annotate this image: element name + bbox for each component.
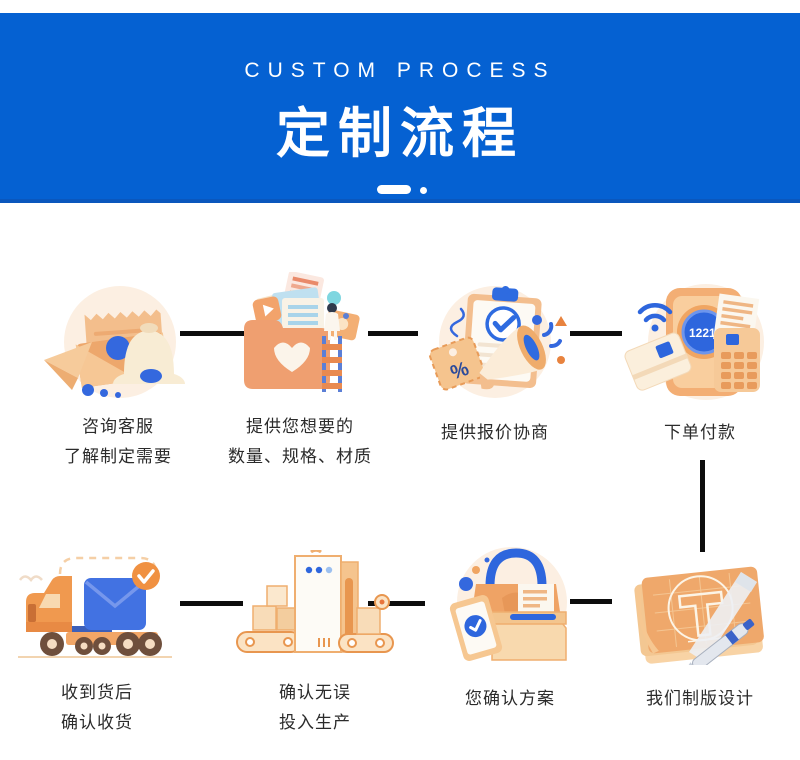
consult-customer-service-icon	[44, 286, 185, 398]
step-4-label: 下单付款	[600, 418, 800, 448]
connector-line-4	[180, 601, 243, 606]
step-8-label: 我们制版设计	[600, 684, 800, 714]
order-payment-icon: 1221.	[624, 284, 764, 400]
step-label-line: 咨询客服	[82, 417, 154, 436]
page-title: 定制流程	[276, 104, 524, 164]
connector-line-3	[570, 331, 622, 336]
step-2-label: 提供您想要的 数量、规格、材质	[190, 412, 410, 472]
step-3-label: 提供报价协商	[395, 418, 595, 448]
step-5-illustration	[12, 548, 182, 663]
step-8-illustration	[625, 550, 783, 665]
step-2-illustration	[222, 272, 378, 410]
step-3-illustration: %	[415, 280, 575, 412]
step-7-illustration	[430, 542, 590, 664]
header-banner: CUSTOM PROCESS 定制流程	[0, 13, 800, 203]
step-4-illustration: 1221.	[622, 276, 782, 412]
connector-line-vertical	[700, 460, 705, 552]
step-1-label: 咨询客服 了解制定需要	[18, 412, 218, 472]
step-label-line: 确认收货	[61, 713, 133, 732]
step-label-line: 提供报价协商	[441, 423, 549, 442]
connector-line-5	[368, 601, 425, 606]
confirm-plan-icon	[449, 547, 567, 661]
production-line-icon	[236, 550, 394, 653]
step-label-line: 投入生产	[279, 713, 351, 732]
step-label-line: 收到货后	[61, 683, 133, 702]
step-6-illustration	[233, 550, 397, 660]
connector-line-6	[570, 599, 612, 604]
step-label-line: 我们制版设计	[646, 689, 754, 708]
connector-line-2	[368, 331, 418, 336]
header-subtitle: CUSTOM PROCESS	[244, 59, 556, 82]
step-label-line: 数量、规格、材质	[228, 447, 372, 466]
title-underline-dash	[377, 185, 411, 194]
phone-amount-text: 1221.	[689, 326, 719, 340]
requirements-folder-icon	[244, 272, 360, 392]
connector-line-1	[180, 331, 245, 336]
step-label-line: 提供您想要的	[246, 417, 354, 436]
plate-design-icon	[634, 566, 764, 665]
step-1-illustration	[38, 280, 198, 412]
quote-negotiation-icon: %	[428, 286, 567, 398]
step-6-label: 确认无误 投入生产	[215, 678, 415, 738]
step-label-line: 您确认方案	[465, 689, 555, 708]
step-7-label: 您确认方案	[410, 684, 610, 714]
title-underline-dot	[420, 187, 427, 194]
step-label-line: 了解制定需要	[64, 447, 172, 466]
step-5-label: 收到货后 确认收货	[7, 678, 187, 738]
step-label-line: 确认无误	[279, 683, 351, 702]
step-label-line: 下单付款	[664, 423, 736, 442]
delivery-truck-icon	[18, 556, 172, 658]
